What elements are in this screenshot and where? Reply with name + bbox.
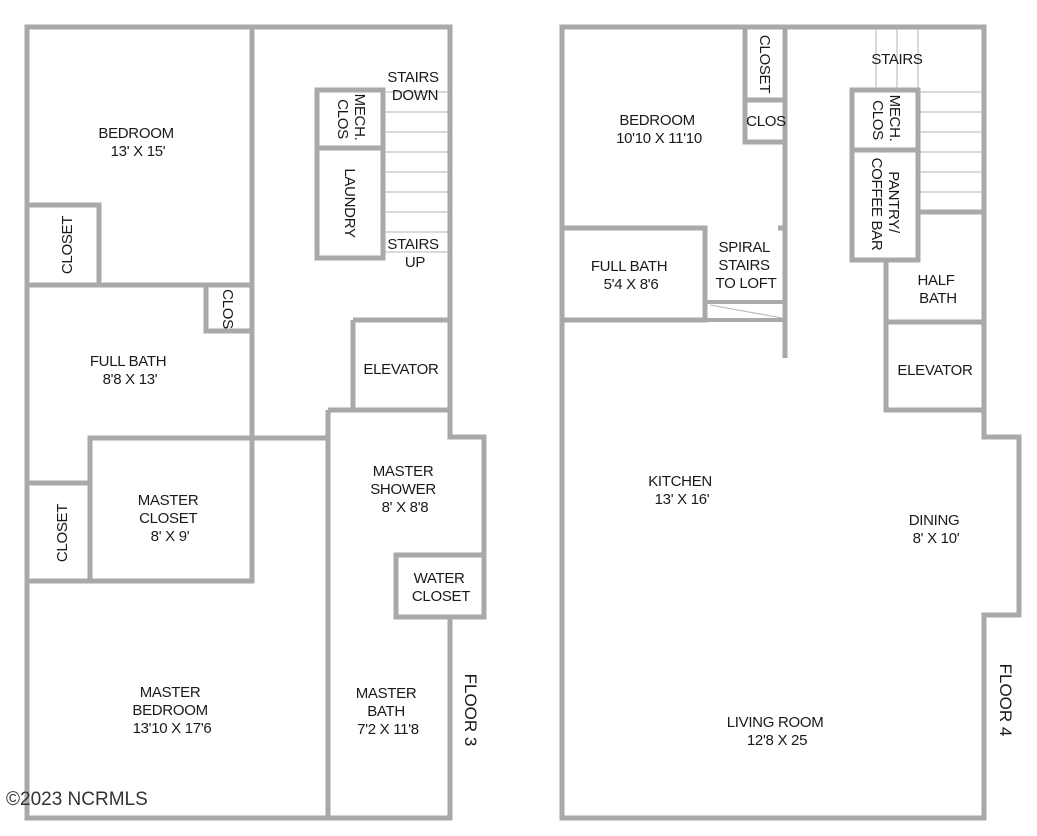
f4-bedroom-label: BEDROOM 10'10 X 11'10 (616, 112, 702, 147)
f4-full-bath-label: FULL BATH 5'4 X 8'6 (591, 258, 671, 293)
wall-bath-bottom (24, 285, 328, 441)
f4-dining-label: DINING 8' X 10' (909, 512, 964, 547)
wall-closet-b (27, 480, 90, 584)
f3-stairs-up-label: STAIRS UP (387, 236, 442, 271)
floor-3-plan: BEDROOM 13' X 15' CLOSET CLOS FULL BATH … (24, 24, 487, 821)
f3-closet-a-label: CLOSET (59, 216, 76, 274)
f3-laundry-label: LAUNDRY (341, 168, 358, 238)
wall-laundry (314, 145, 386, 261)
f4-stairs-label: STAIRS (871, 51, 923, 68)
f4-clos-label: CLOS (746, 113, 786, 130)
wall-f4-clos (742, 100, 785, 145)
floor-4-outline (559, 24, 1022, 821)
stairs-lines-floor3 (383, 91, 450, 253)
f4-living-room-label: LIVING ROOM 12'8 X 25 (727, 714, 828, 749)
spiral-stair-line (709, 304, 783, 319)
f3-water-closet-label: WATER CLOSET (412, 570, 470, 605)
f4-closet-label: CLOSET (756, 35, 773, 93)
f3-closet-b-label: CLOSET (54, 504, 71, 562)
f4-mech-clos-label: MECH. CLOS (869, 95, 903, 146)
wall-elevator (350, 317, 453, 410)
floor-4-label: FLOOR 4 (996, 664, 1015, 737)
f4-spiral-stairs-label: SPIRAL STAIRS TO LOFT (716, 239, 777, 292)
f3-mech-clos-label: MECH. CLOS (334, 94, 368, 145)
wall-master-closet (87, 435, 255, 584)
copyright-text: ©2023 NCRMLS (6, 789, 148, 810)
wall-water-closet (393, 552, 487, 620)
f3-elevator-label: ELEVATOR (363, 361, 439, 378)
wall-f4-mech-clos (849, 87, 921, 153)
f3-master-closet-label: MASTER CLOSET 8' X 9' (138, 492, 203, 545)
f3-master-bedroom-label: MASTER BEDROOM 13'10 X 17'6 (132, 684, 211, 737)
floor-4-plan: CLOSET CLOS BEDROOM 10'10 X 11'10 STAIRS… (559, 24, 1022, 821)
f3-master-bath-label: MASTER BATH 7'2 X 11'8 (356, 685, 421, 738)
wall-f4-spiral-stairs (703, 228, 785, 322)
f3-master-shower-label: MASTER SHOWER 8' X 8'8 (370, 463, 440, 516)
f3-bedroom-label: BEDROOM 13' X 15' (98, 125, 177, 160)
f4-pantry-label: PANTRY/ COFFEE BAR (868, 158, 902, 251)
wall-clos-small (203, 285, 252, 334)
f3-stairs-down-label: STAIRS DOWN (387, 69, 442, 104)
wall-f4-bedroom (778, 27, 788, 358)
f3-full-bath-label: FULL BATH 8'8 X 13' (90, 353, 170, 388)
f4-elevator-label: ELEVATOR (897, 362, 973, 379)
f4-half-bath-label: HALF BATH (917, 272, 958, 307)
f4-kitchen-label: KITCHEN 13' X 16' (648, 473, 716, 508)
wall-f4-elevator (883, 322, 984, 413)
floor-3-label: FLOOR 3 (461, 674, 480, 747)
stairs-lines-floor4 (875, 27, 984, 193)
f3-clos-small-label: CLOS (219, 289, 236, 329)
wall-closet-a (27, 202, 102, 285)
